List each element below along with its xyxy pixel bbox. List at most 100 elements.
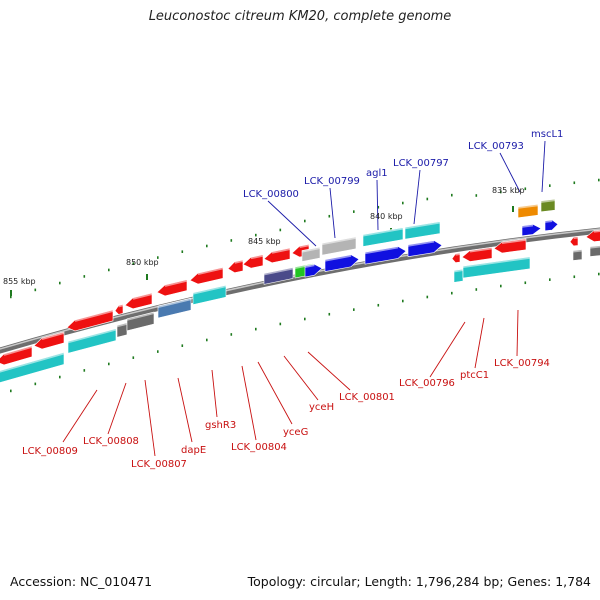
tick-lower [181,344,184,347]
label-lck-00796: LCK_00796 [399,378,455,389]
gene-lck-00796-small-shine [455,253,461,256]
leader-dape [177,377,193,443]
tick-upper [377,205,380,209]
leader-lck-00797 [413,169,421,225]
tick-lower [402,299,404,303]
gene-blue-4-shine [407,240,435,247]
gene-right-dark-2 [589,245,600,257]
tick-lower [10,389,12,393]
scale-label-845: 845 kbp [248,237,281,246]
tick-major [512,206,514,212]
gene-lck-00796-body [461,246,493,262]
label-lck-00804: LCK_00804 [231,442,287,453]
leader-lck-00807 [144,379,156,457]
gene-cyan-3 [192,284,227,306]
leader-lck-00808 [107,382,127,435]
label-lck-00807: LCK_00807 [131,459,187,470]
gene-ptcc1-shine [501,238,527,244]
tick-upper [34,288,37,292]
tick-upper [255,233,257,237]
gene-lck-00804 [242,254,264,269]
gene-blue-1 [304,263,323,278]
tick-lower [573,275,576,279]
gene-gshr3 [227,259,244,274]
tick-upper [500,190,502,194]
label-yceg: yceG [283,427,308,438]
tick-lower [279,322,282,326]
gene-lck-00808 [66,309,114,332]
tick-upper [83,275,86,278]
tick-upper [549,184,551,187]
gene-yceg-shine [271,248,291,254]
label-lck-00794: LCK_00794 [494,358,550,369]
leader-ptcc1 [474,317,485,369]
label-lck-00809: LCK_00809 [22,446,78,457]
leader-lck-00794 [516,309,519,357]
scale-labels: 835 kbp 840 kbp 845 kbp 850 kbp 855 kbp [3,186,525,286]
gene-lck-00793 [517,203,539,219]
tick-lower [83,369,86,372]
tick-upper [426,197,429,201]
gene-lck-00796-small-body [451,252,461,263]
gene-blue-r2-shine [544,219,553,223]
gene-blue-1-shine [304,264,315,268]
scale-label-855: 855 kbp [3,277,36,286]
tick-upper [10,295,12,299]
gene-lck-00807b-body [156,279,188,297]
gene-lck-00808-body [66,309,114,332]
tick-lower [132,356,135,359]
leader-lck-00796 [429,321,466,378]
gene-small-1 [114,303,124,315]
scale-label-840: 840 kbp [370,212,403,221]
label-lck-00797: LCK_00797 [393,158,449,169]
gene-features [0,198,600,383]
gene-yceh-shine [299,244,310,249]
gene-lck-00809b-body [33,331,65,350]
gene-small-1-shine [118,304,124,308]
leader-gshr3 [211,369,218,418]
gene-ptcc1 [493,238,527,254]
gene-blue-r1 [521,224,542,237]
gene-slate-shine [263,267,294,276]
leader-lck-00799 [329,187,336,239]
gene-mscl1-shine [540,199,556,203]
leader-lck-00793 [499,152,521,193]
gene-lck-00799 [321,236,357,256]
tick-upper [157,256,159,259]
gene-lck-00807b-shine [164,279,188,287]
gene-lck-00796 [461,246,493,262]
tick-lower [475,288,478,291]
gene-lck-00807a [124,292,153,310]
gene-blue-r1-shine [521,224,534,228]
tick-lower [108,362,110,366]
tick-lower [157,350,159,353]
label-leaders [62,140,546,457]
gene-lck-00809b [33,331,65,350]
gene-right-red-shine [593,230,600,233]
gene-mscl1 [540,198,556,213]
accession-text: Accession: NC_010471 [10,574,153,589]
leader-mscl1 [541,140,546,193]
tick-upper [279,228,282,232]
leader-agl1 [376,179,379,231]
label-ptcc1: ptcC1 [460,370,489,381]
label-lck-00793: LCK_00793 [468,141,524,152]
leader-lck-00801 [307,351,351,391]
gene-agl1-shine [362,227,404,237]
tick-upper [573,181,576,185]
tick-upper [353,210,355,213]
genome-summary-text: Topology: circular; Length: 1,796,284 bp… [247,574,591,589]
tick-lower [255,327,257,331]
leader-yceg [257,361,293,425]
leader-lck-00809 [62,389,98,443]
label-lck-00800: LCK_00800 [243,189,299,200]
gene-lck-00800 [301,246,321,262]
gene-right-dark-1 [572,249,583,261]
bottom-labels: LCK_00809 LCK_00808 LCK_00807 dapE gshR3… [22,358,550,470]
tick-major [10,290,12,296]
tick-lower [353,308,355,311]
leader-yceh [283,355,319,401]
gene-cyan-left-shine [0,352,65,373]
tick-lower [549,278,551,281]
tick-lower [500,284,502,288]
